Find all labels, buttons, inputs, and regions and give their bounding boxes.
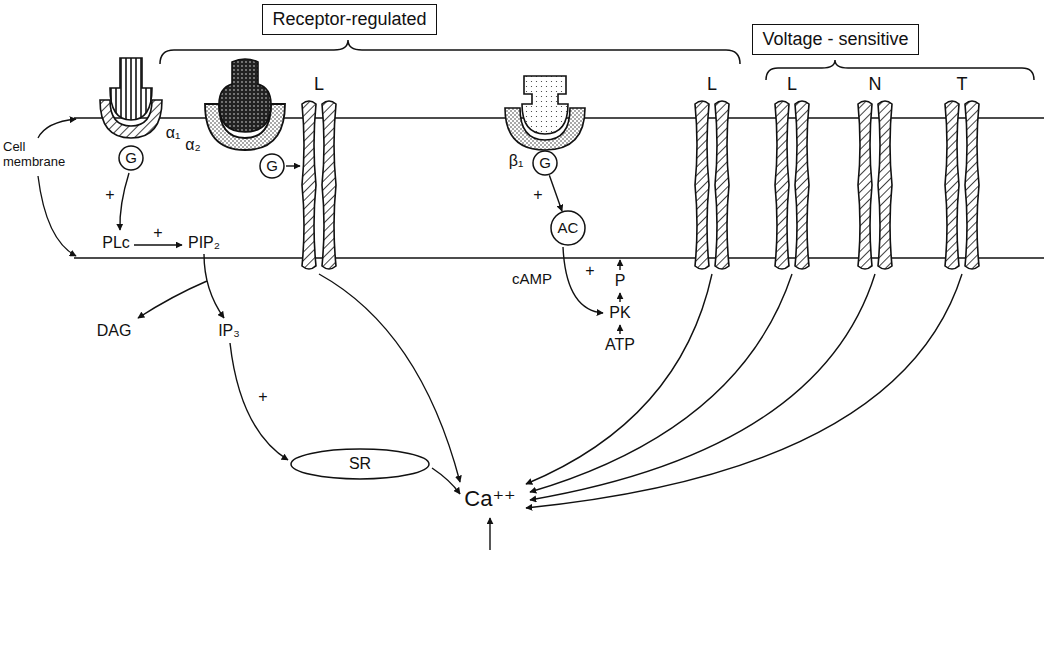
receptor-label: α₁ <box>166 124 181 142</box>
molecule-label: PIP₂ <box>188 234 220 252</box>
calcium-arrow <box>526 274 962 508</box>
ligand <box>522 76 568 134</box>
calcium-channel <box>945 101 979 269</box>
pathway-arrow <box>619 293 620 302</box>
ligand <box>219 59 271 132</box>
calcium-channel <box>858 101 892 269</box>
node-text: SR <box>349 455 371 473</box>
molecule-label: DAG <box>97 322 132 340</box>
pathway-connector <box>549 175 562 211</box>
leader-arrow <box>38 176 76 256</box>
pathway-arrow <box>619 325 620 334</box>
pathway-arrow <box>432 468 460 494</box>
calcium-channel <box>302 101 336 269</box>
plus-sign: + <box>258 388 267 406</box>
node-text: G <box>266 157 278 174</box>
plus-sign: + <box>585 262 594 280</box>
calcium-arrow <box>526 274 712 484</box>
calcium-arrow <box>530 274 875 500</box>
membrane-line <box>74 257 1044 259</box>
receptor-label: β₁ <box>509 152 524 170</box>
node-text: AC <box>558 219 579 236</box>
molecule-label: PLc <box>102 234 130 252</box>
bracket-title-box: Voltage - sensitive <box>752 24 919 55</box>
channel-type-label: L <box>314 74 324 95</box>
enzyme-circle: AC <box>550 210 586 246</box>
reticulum-oval: SR <box>290 448 430 480</box>
pathway-arrow <box>286 165 300 166</box>
pathway-arrow <box>619 260 620 270</box>
g-protein-circle: G <box>118 145 144 171</box>
plus-sign: + <box>533 186 542 204</box>
leader-arrow <box>38 119 76 138</box>
calcium-arrow <box>489 518 490 550</box>
node-text: Receptor-regulated <box>272 9 426 30</box>
plus-sign: + <box>105 186 114 204</box>
node-outline <box>551 211 585 245</box>
channel-type-label: L <box>707 74 717 95</box>
g-protein-circle: G <box>532 150 558 176</box>
channel-type-label: T <box>957 74 968 95</box>
molecule-label: ATP <box>605 336 635 354</box>
receptor-label: α₂ <box>185 136 200 154</box>
node-text: G <box>539 154 551 171</box>
pathway-arrow <box>134 244 182 245</box>
brace <box>766 60 1034 80</box>
node-outline <box>119 146 143 170</box>
ion-label: Ca⁺⁺ <box>464 486 515 511</box>
channel-type-label: N <box>869 74 882 95</box>
plus-sign: + <box>153 224 162 242</box>
pathway-arrow <box>204 254 224 318</box>
node-outline <box>291 449 429 479</box>
channel-type-label: L <box>787 74 797 95</box>
g-protein-circle: G <box>259 153 285 179</box>
pathway-arrow <box>230 343 288 460</box>
node-text: G <box>125 149 137 166</box>
pathway-arrow <box>138 281 207 318</box>
molecule-label: PK <box>609 304 630 322</box>
molecule-label: P <box>615 272 626 290</box>
node-text: Voltage - sensitive <box>762 29 908 50</box>
node-outline <box>260 154 284 178</box>
node-outline <box>533 151 557 175</box>
membrane-label: Cell membrane <box>3 140 67 170</box>
bracket-title-box: Receptor-regulated <box>262 4 437 35</box>
pathway-arrow <box>563 247 603 313</box>
ligand <box>110 58 152 120</box>
calcium-channel <box>775 101 809 269</box>
calcium-channel <box>695 101 729 269</box>
molecule-label: cAMP <box>512 270 552 287</box>
calcium-arrow <box>530 274 792 492</box>
molecule-label: IP₃ <box>218 322 240 340</box>
pathway-arrow <box>120 173 129 230</box>
